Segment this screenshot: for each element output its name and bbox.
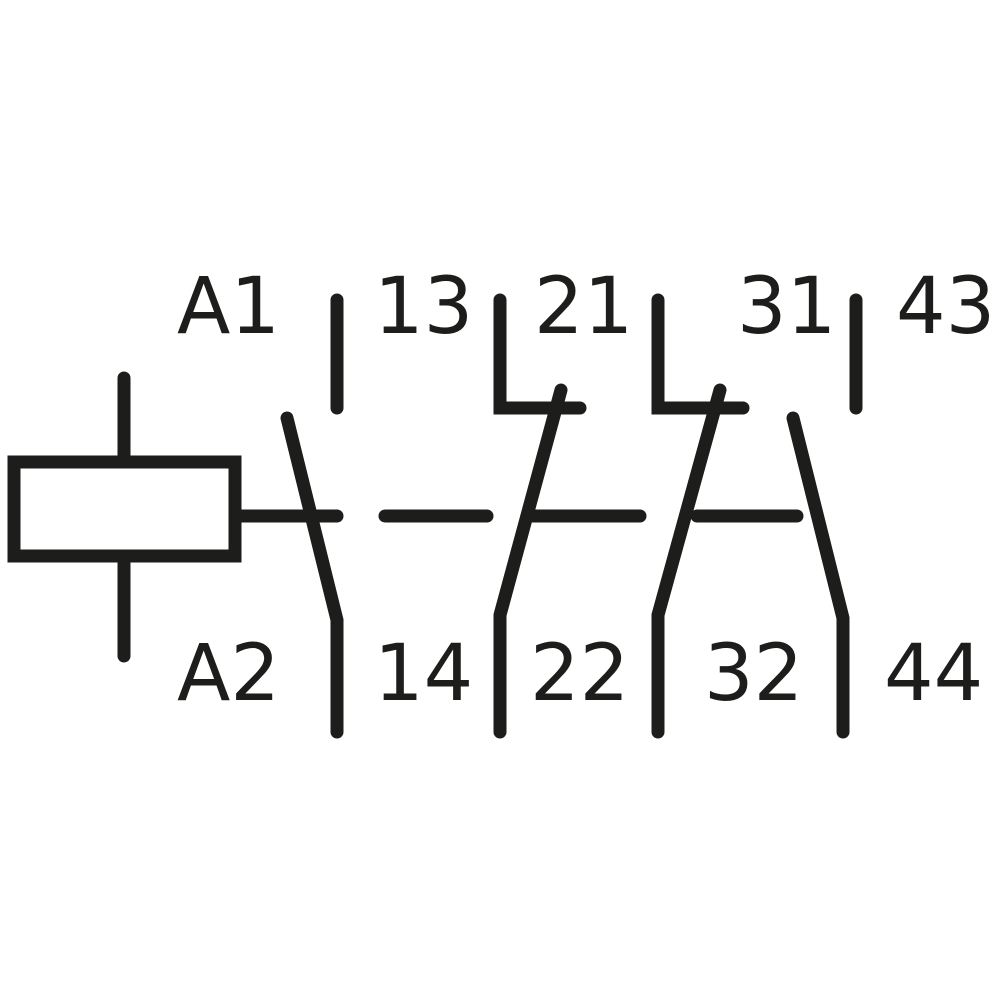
coil bbox=[7, 455, 242, 563]
label-44: 44 bbox=[884, 629, 983, 719]
label-a1: A1 bbox=[177, 262, 280, 352]
contact-no-13-14 bbox=[280, 293, 344, 739]
label-22: 22 bbox=[530, 629, 629, 719]
contact-nc-21-22 bbox=[493, 293, 587, 739]
label-13: 13 bbox=[374, 262, 473, 352]
label-a2: A2 bbox=[177, 629, 280, 719]
label-43: 43 bbox=[896, 262, 995, 352]
label-31: 31 bbox=[737, 262, 836, 352]
label-21: 21 bbox=[534, 262, 633, 352]
label-14: 14 bbox=[374, 629, 473, 719]
contact-nc-31-32 bbox=[651, 293, 750, 739]
contact-no-43-44 bbox=[786, 293, 863, 739]
label-32: 32 bbox=[704, 629, 803, 719]
